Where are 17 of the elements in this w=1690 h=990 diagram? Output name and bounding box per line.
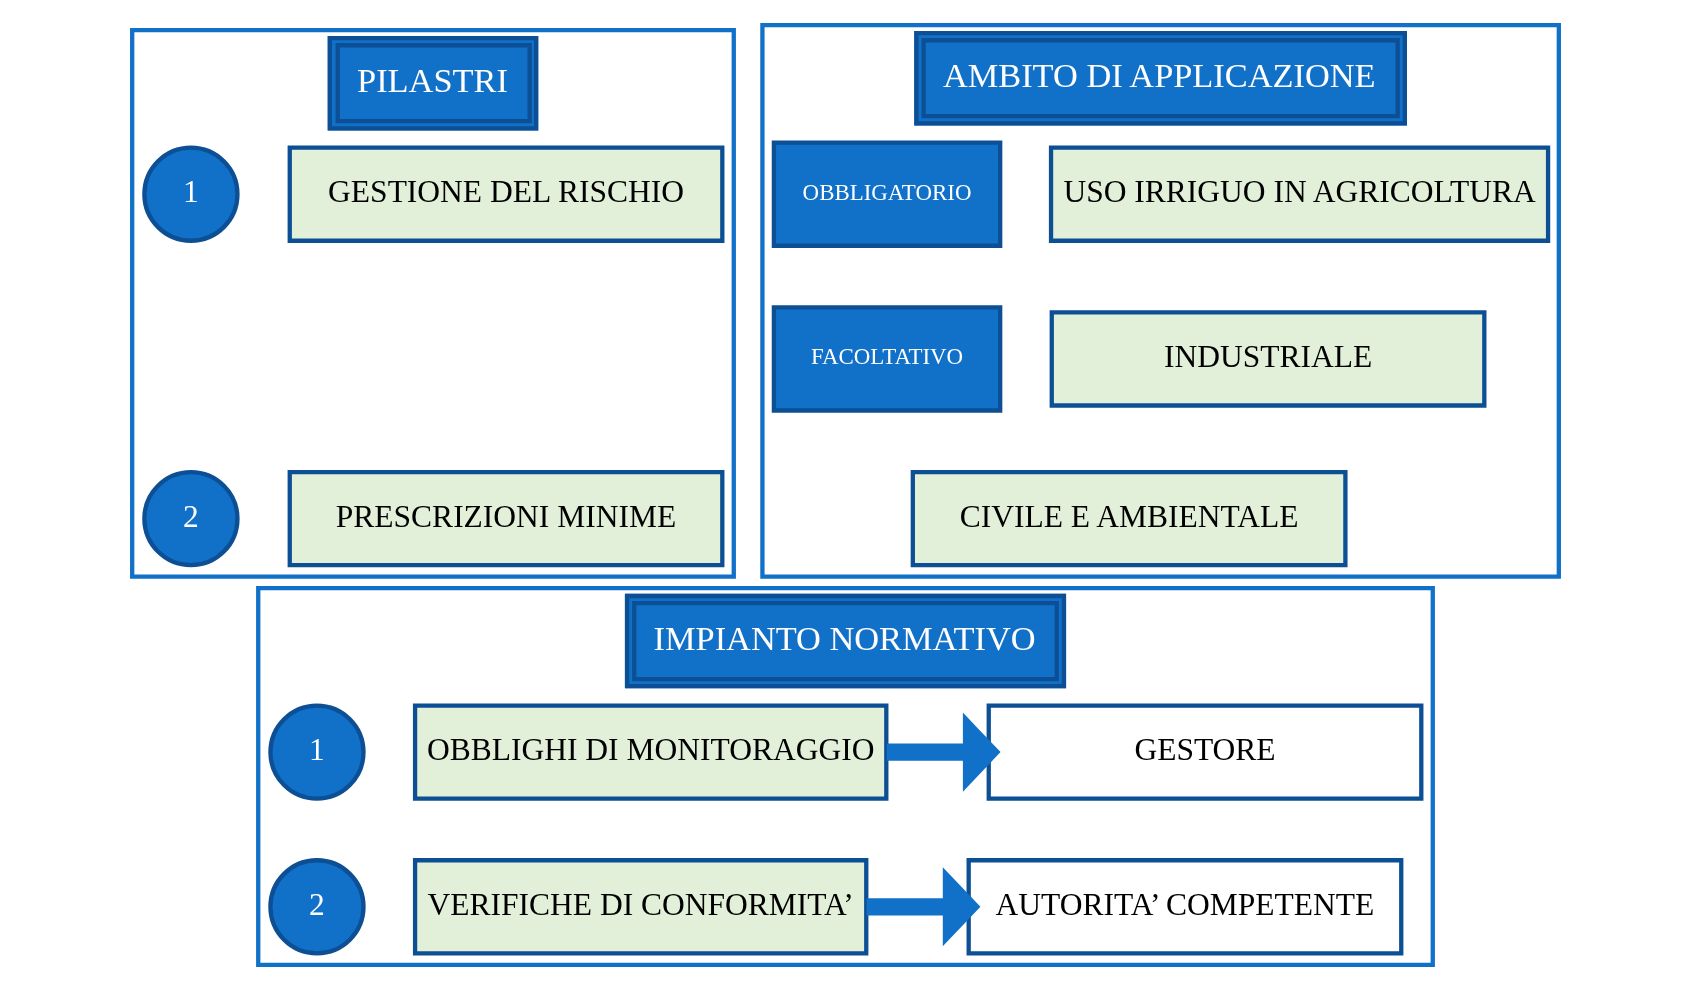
node-box: GESTORE [986,703,1423,801]
node-circle: 2 [141,469,240,568]
node-circle: 1 [141,145,240,243]
arrow [866,867,980,947]
node-box: OBBLIGHI DI MONITORAGGIO [412,703,888,801]
node-box: GESTIONE DEL RISCHIO [287,145,724,243]
node-box: VERIFICHE DI CONFORMITA’ [412,858,868,956]
node-box: OBBLIGATORIO [771,140,1002,248]
node-circle: 1 [267,703,366,801]
node-box: AUTORITA’ COMPETENTE [966,858,1403,956]
node-box: INDUSTRIALE [1049,310,1486,408]
arrow [886,712,1001,792]
node-circle: 2 [267,858,366,956]
node-box: FACOLTATIVO [771,305,1002,413]
node-box: USO IRRIGUO IN AGRICOLTURA [1048,145,1550,243]
node-box: PRESCRIZIONI MINIME [287,469,724,568]
node-box: CIVILE E AMBIENTALE [910,469,1348,568]
